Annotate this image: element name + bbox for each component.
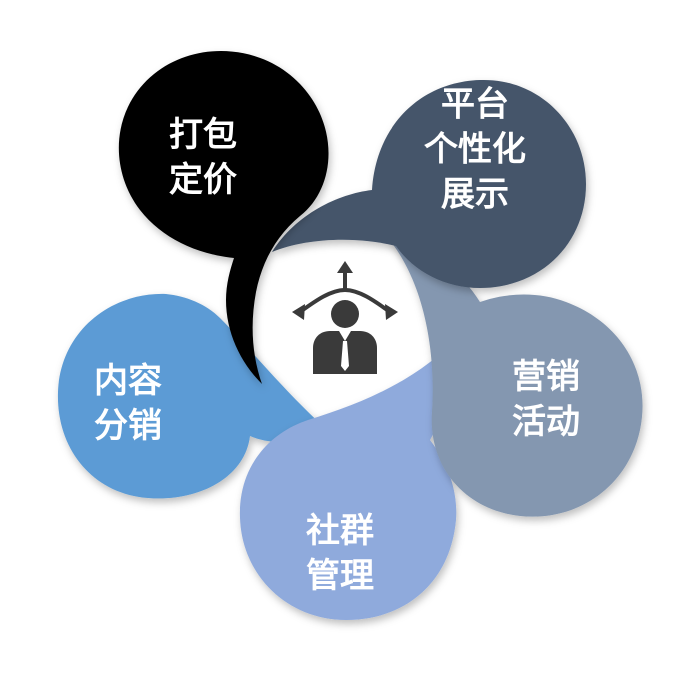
petal-label-platform-line-2: 个性化 [424, 129, 526, 170]
petal-label-platform-line-3: 展示 [441, 174, 509, 215]
petal-marketing[interactable] [388, 238, 643, 517]
businessman-with-four-direction-arrows-icon [292, 261, 398, 374]
petal-label-marketing-line-1: 营销 [512, 357, 580, 397]
petal-label-marketing: 营销 活动 [512, 355, 580, 445]
petal-label-distribution-line-1: 内容 [94, 361, 162, 401]
petal-label-platform: 平台 个性化 展示 [424, 83, 526, 218]
petal-label-community-line-2: 管理 [306, 556, 374, 596]
petal-packaging[interactable] [118, 51, 329, 385]
petal-label-marketing-line-2: 活动 [512, 402, 580, 442]
petal-label-packaging-line-1: 打包 [169, 115, 237, 155]
petal-label-community: 社群 管理 [306, 509, 374, 599]
petal-platform[interactable] [272, 79, 586, 289]
petal-group [57, 51, 643, 620]
petal-distribution[interactable] [57, 293, 331, 499]
petal-label-packaging-line-2: 定价 [169, 160, 237, 200]
petal-label-distribution: 内容 分销 [94, 359, 162, 449]
petal-label-distribution-line-2: 分销 [94, 406, 162, 446]
petal-label-community-line-1: 社群 [306, 511, 374, 551]
petal-label-packaging: 打包 定价 [169, 113, 237, 203]
petal-community[interactable] [239, 340, 457, 620]
petal-label-platform-line-1: 平台 [441, 84, 509, 125]
